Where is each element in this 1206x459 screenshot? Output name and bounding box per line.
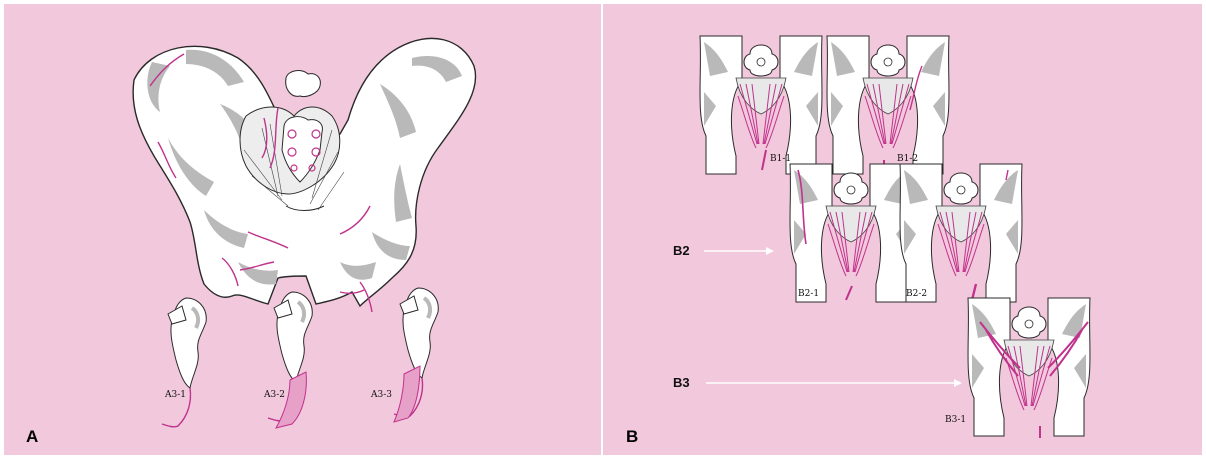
arrow-b2 [704,247,774,255]
label-b2-2: B2-2 [906,289,927,299]
sacrum-lateral-a3-3 [394,288,438,422]
arrow-b3 [706,379,962,387]
label-b2-1: B2-1 [798,289,819,299]
pelvis-view-b3-1 [968,298,1090,438]
row-label-b3: B3 [673,375,690,390]
pelvis-view-b2-1 [790,164,912,302]
sacrum-lateral-a3-1 [162,298,206,427]
label-a3-1: A3-1 [165,390,186,400]
label-b1-2: B1-2 [897,154,918,164]
panel-label-a: A [26,427,38,447]
panel-label-b: B [626,427,638,447]
pelvis-anterior-view [133,38,475,312]
sacrum-lateral-a3-2 [268,292,312,428]
label-a3-2: A3-2 [264,390,285,400]
pelvis-view-b2-2 [900,164,1022,302]
label-a3-3: A3-3 [371,390,392,400]
label-b3-1: B3-1 [945,415,966,425]
pelvis-view-b1-2 [827,36,949,174]
label-b1-1: B1-1 [770,154,791,164]
row-label-b2: B2 [673,243,690,258]
pelvis-view-b1-1 [700,36,822,174]
